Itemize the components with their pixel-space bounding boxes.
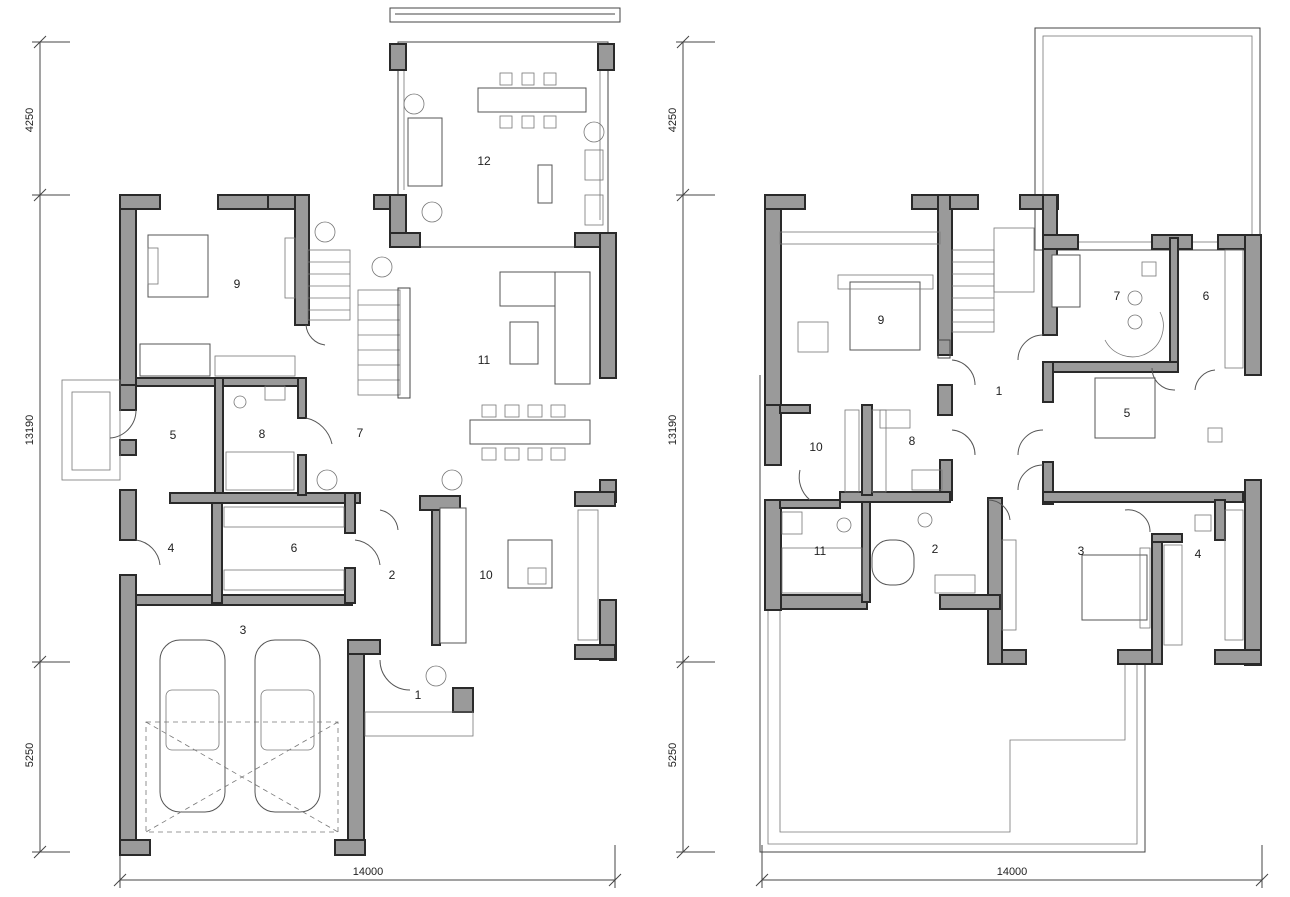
chair-icon xyxy=(1127,290,1143,306)
bed-icon xyxy=(1081,554,1148,621)
ground-floor-plan: 4250 13190 5250 14000 xyxy=(24,7,622,888)
ground-stairs xyxy=(307,249,411,399)
terrace-post-left xyxy=(389,43,407,71)
upper-dim-top: 4250 xyxy=(667,108,679,132)
upper-room-1-label: 1 xyxy=(996,384,1003,398)
side-porch xyxy=(61,379,121,481)
ground-room-1-label: 1 xyxy=(415,688,422,702)
ground-room-11-label: 11 xyxy=(478,353,491,367)
upper-dim-bottom: 5250 xyxy=(667,743,679,767)
upper-interior-walls xyxy=(779,237,1244,665)
ground-dim-width: 14000 xyxy=(353,866,384,878)
upper-room-4-label: 4 xyxy=(1195,547,1202,561)
bathtub-icon xyxy=(225,451,295,491)
ground-room-7-label: 7 xyxy=(357,426,364,440)
upper-room-5-label: 5 xyxy=(1124,406,1131,420)
ground-door-arcs xyxy=(109,324,411,691)
chair-icon xyxy=(1194,514,1212,532)
upper-stairs xyxy=(937,227,1035,359)
ground-room-4-label: 4 xyxy=(168,541,175,555)
upper-room-10-label: 10 xyxy=(809,440,823,454)
dining-table-icon xyxy=(469,419,591,445)
ground-room-6-label: 6 xyxy=(291,541,298,555)
terrace-table-icon xyxy=(477,87,587,113)
bed-icon xyxy=(147,234,209,298)
upper-dim-middle: 13190 xyxy=(667,415,679,446)
plant-icons xyxy=(314,93,605,687)
upper-floor-plan: 4250 13190 5250 14000 xyxy=(667,27,1269,888)
ground-room-2-label: 2 xyxy=(389,568,396,582)
upper-exterior-walls xyxy=(764,194,1262,666)
upper-room-2-label: 2 xyxy=(932,542,939,556)
bed-icon xyxy=(849,281,921,351)
terrace-post-right xyxy=(597,43,615,71)
car-icons xyxy=(145,639,339,833)
upper-door-arcs xyxy=(798,334,1216,533)
upper-room-6-label: 6 xyxy=(1203,289,1210,303)
upper-room-11-label: 11 xyxy=(814,544,827,558)
upper-room-9-label: 9 xyxy=(878,313,885,327)
wardrobe-icons xyxy=(844,249,1244,646)
terrace-frame xyxy=(389,7,621,248)
kitchen-island-icon xyxy=(507,539,553,589)
ground-dim-top: 4250 xyxy=(24,108,36,132)
ground-dim-bottom: 5250 xyxy=(24,743,36,767)
ground-room-8-label: 8 xyxy=(259,427,266,441)
ground-floor-vertical-dimension-line xyxy=(32,35,70,859)
grill-icon xyxy=(537,164,553,204)
upper-room-8-label: 8 xyxy=(909,434,916,448)
upper-floor-vertical-dimension-line xyxy=(676,35,715,859)
kitchen-counter-icon xyxy=(439,507,467,644)
ground-room-12-label: 12 xyxy=(477,154,491,168)
ground-room-5-label: 5 xyxy=(170,428,177,442)
bed-icon xyxy=(1094,377,1156,439)
ground-room-9-label: 9 xyxy=(234,277,241,291)
ground-interior-walls xyxy=(135,377,361,606)
upper-dim-width: 14000 xyxy=(997,866,1028,878)
roof-outlines xyxy=(759,27,1261,853)
ground-room-3-label: 3 xyxy=(240,623,247,637)
ground-exterior-walls xyxy=(119,194,617,856)
wardrobe-icon xyxy=(223,506,345,528)
terrace-sofa-icon xyxy=(407,117,443,187)
bathtub-icon xyxy=(871,539,915,586)
sofa-icon xyxy=(1051,254,1081,308)
upper-room-7-label: 7 xyxy=(1114,289,1121,303)
entrance-step xyxy=(364,711,474,737)
ground-room-10-label: 10 xyxy=(479,568,493,582)
upper-room-3-label: 3 xyxy=(1078,544,1085,558)
ground-dim-middle: 13190 xyxy=(24,415,36,446)
